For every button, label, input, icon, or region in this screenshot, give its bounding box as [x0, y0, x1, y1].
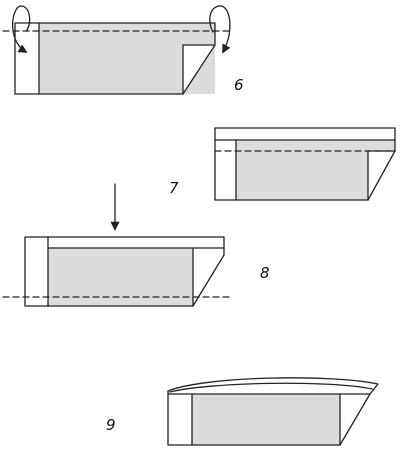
step-6-left-fold-arrow — [12, 5, 31, 53]
step-9-curved-flap — [167, 377, 379, 395]
step-7-figure — [214, 127, 396, 201]
step-9-body-outline — [167, 393, 341, 446]
step-7-folded-strip — [214, 127, 396, 141]
step-8-left-strip — [24, 236, 49, 307]
step-6-number: 6 — [234, 76, 244, 94]
step-7-diagonal-edge — [367, 150, 396, 201]
step-9-number: 9 — [106, 416, 116, 434]
step-7-shaded-panel — [236, 151, 368, 200]
step-6-diagonal-edge — [182, 44, 216, 95]
step-9-flap-edge — [169, 382, 373, 393]
step-8-diagonal-edge — [192, 254, 225, 307]
step-6-right-fold-arrow — [209, 5, 231, 54]
step-8-top-outline — [47, 236, 225, 249]
step-6-outline — [14, 22, 216, 95]
step-8-shaded-panel — [48, 248, 193, 306]
step-7-body-outline — [214, 139, 369, 201]
step-9-shaded-panel — [192, 394, 340, 445]
step-7-top-band — [236, 140, 395, 151]
step-6-figure — [2, 5, 231, 95]
step-8-number: 8 — [260, 264, 270, 282]
step-7-number: 7 — [169, 179, 179, 197]
step-9-diagonal-edge — [339, 393, 371, 446]
step-9-figure — [167, 377, 379, 446]
step-8-figure — [2, 183, 231, 307]
